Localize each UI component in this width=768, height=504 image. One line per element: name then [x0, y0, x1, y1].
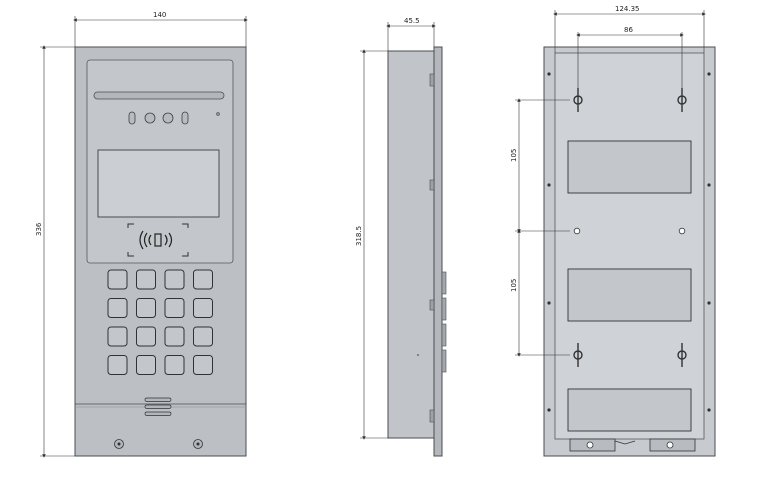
back-bottom-bracket-left: [569, 438, 616, 452]
back-edge-holes: [547, 72, 711, 412]
keypad-key: [164, 355, 185, 375]
edge-hole: [707, 301, 711, 305]
keypad-key: [107, 269, 128, 290]
keypad-key: [136, 298, 156, 318]
camera-lens-right: [162, 112, 174, 124]
keypad-key: [107, 355, 128, 375]
mic-slot: [128, 111, 136, 125]
back-center-hole-left: [573, 227, 581, 235]
side-height-label: 318.5: [355, 226, 363, 246]
sensor-slot: [181, 111, 189, 125]
keypad-key: [193, 355, 213, 375]
back-cutout-bottom: [567, 388, 692, 432]
side-body: [387, 50, 435, 439]
screw-icon: [114, 439, 124, 449]
back-bottom-bracket-right: [649, 438, 696, 452]
back-cutout-top: [567, 140, 692, 194]
display-screen: [97, 149, 220, 218]
back-cutout-middle: [567, 268, 692, 322]
back-view: 124.35 86 105 105: [510, 5, 716, 457]
keypad-key: [107, 326, 128, 347]
front-view: 140 336: [35, 11, 248, 458]
side-front-plate: [433, 46, 443, 457]
camera-slot: [93, 91, 225, 100]
keypad: [107, 269, 213, 375]
screw-icon: [193, 439, 203, 449]
back-hole-spacing-label: 86: [624, 26, 633, 34]
keyhole-mount-icon: [573, 88, 583, 112]
side-depth-label: 45.5: [404, 17, 420, 25]
keypad-key: [164, 298, 185, 318]
edge-hole: [547, 408, 551, 412]
indicator-led: [216, 112, 220, 116]
side-view: 45.5 318.5: [355, 17, 447, 457]
keyhole-mount-icon: [677, 343, 687, 367]
keypad-key: [193, 298, 213, 318]
edge-hole: [707, 408, 711, 412]
front-height-label: 336: [35, 222, 43, 236]
keypad-key: [136, 326, 156, 347]
keyhole-mount-icon: [573, 343, 583, 367]
edge-hole: [707, 72, 711, 76]
keypad-key: [193, 326, 213, 347]
back-panel-inner: [554, 52, 705, 440]
keypad-key: [193, 269, 213, 290]
keypad-key: [164, 326, 185, 347]
back-lower-spacing-label: 105: [510, 279, 518, 292]
back-width-label: 124.35: [615, 5, 640, 13]
camera-lens-left: [144, 112, 156, 124]
keypad-key: [164, 269, 185, 290]
keypad-key: [136, 269, 156, 290]
nfc-card-icon: [127, 223, 189, 257]
back-center-hole-right: [678, 227, 686, 235]
keyhole-mount-icon: [677, 88, 687, 112]
edge-hole: [547, 301, 551, 305]
keypad-key: [107, 298, 128, 318]
keypad-key: [136, 355, 156, 375]
speaker-grille: [144, 397, 172, 416]
front-width-label: 140: [153, 11, 166, 19]
edge-hole: [547, 183, 551, 187]
edge-hole: [707, 183, 711, 187]
edge-hole: [547, 72, 551, 76]
back-upper-spacing-label: 105: [510, 149, 518, 162]
